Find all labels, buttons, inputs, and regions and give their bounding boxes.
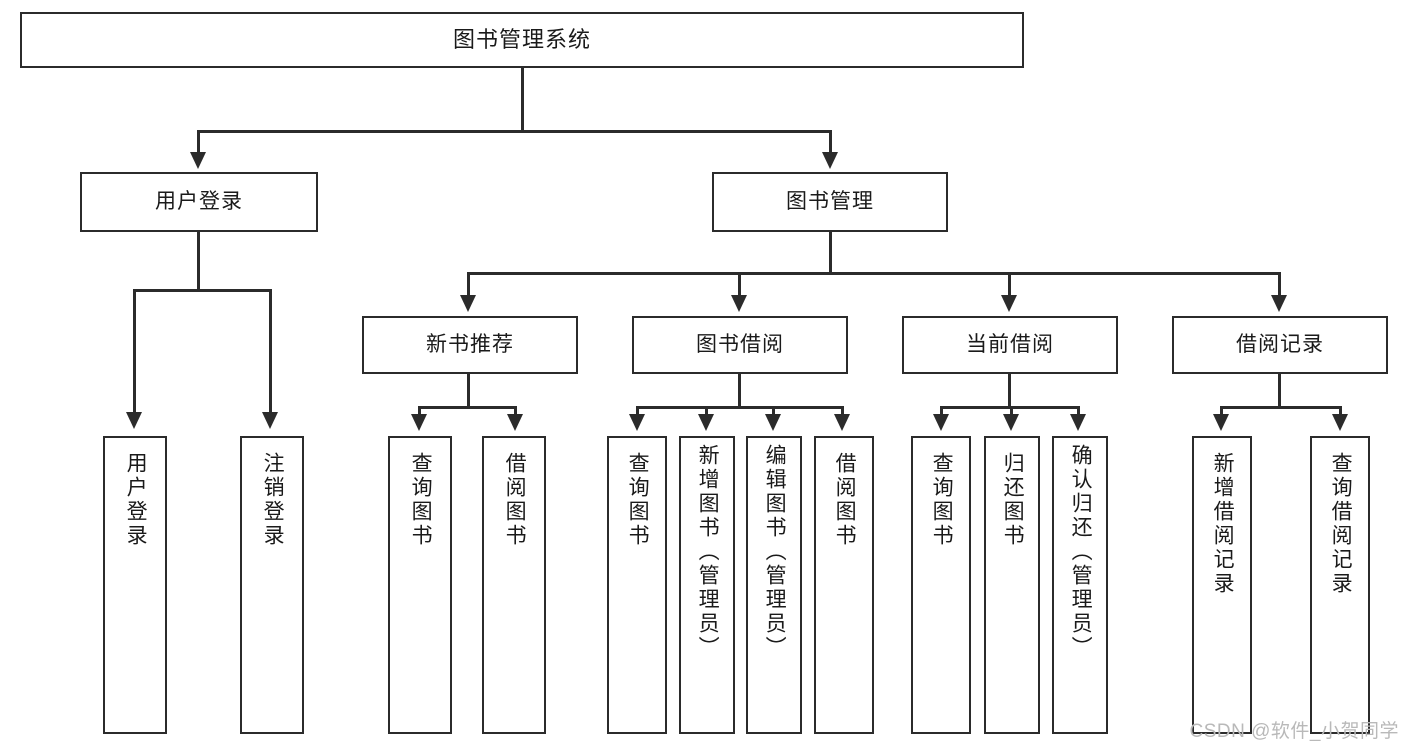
arrowhead-user-login-to-leaf-2 — [262, 412, 278, 429]
arrowhead-book-borrow-to-leaf-2 — [698, 414, 714, 431]
connector-root-stem — [521, 68, 524, 132]
connector-borrow-record-to-leaf-2 — [1339, 406, 1342, 418]
arrowhead-current-borrow-to-leaf-3 — [1070, 414, 1086, 431]
connector-book-borrow-bus — [636, 406, 844, 409]
node-root-label: 图书管理系统 — [452, 27, 591, 53]
connector-book-manage-to-l3-3 — [1008, 272, 1011, 298]
arrowhead-book-borrow-to-leaf-3 — [765, 414, 781, 431]
connector-current-borrow-to-leaf-3 — [1077, 406, 1080, 418]
node-leaf-query-book-1-label: 查询图书 — [409, 452, 433, 548]
connector-book-manage-to-l3-2 — [738, 272, 741, 298]
node-leaf-user-login-label: 用户登录 — [124, 452, 148, 548]
connector-root-to-book-manage — [829, 130, 832, 156]
node-leaf-edit-book[interactable]: 编辑图书（管理员） — [746, 436, 802, 734]
node-leaf-add-book-label: 新增图书（管理员） — [696, 444, 720, 660]
node-leaf-add-record[interactable]: 新增借阅记录 — [1192, 436, 1252, 734]
arrowhead-new-book-to-leaf-1 — [411, 414, 427, 431]
connector-book-borrow-to-leaf-4 — [841, 406, 844, 418]
node-leaf-return-book-label: 归还图书 — [1001, 452, 1025, 548]
node-user-login-label: 用户登录 — [155, 189, 243, 213]
node-leaf-query-record-label: 查询借阅记录 — [1329, 452, 1353, 596]
arrowhead-borrow-record-to-leaf-2 — [1332, 414, 1348, 431]
node-leaf-borrow-book-2[interactable]: 借阅图书 — [814, 436, 874, 734]
arrowhead-book-borrow-to-leaf-4 — [834, 414, 850, 431]
node-borrow-record-label: 借阅记录 — [1236, 332, 1324, 356]
node-book-borrow[interactable]: 图书借阅 — [632, 316, 848, 374]
node-leaf-add-book[interactable]: 新增图书（管理员） — [679, 436, 735, 734]
connector-new-book-stem — [467, 374, 470, 408]
connector-user-login-bus — [133, 289, 271, 292]
connector-new-book-to-leaf-2 — [514, 406, 517, 418]
connector-borrow-record-bus — [1220, 406, 1342, 409]
connector-book-borrow-stem — [738, 374, 741, 408]
arrowhead-root-to-book-manage — [822, 152, 838, 169]
connector-book-manage-to-l3-1 — [467, 272, 470, 298]
node-current-borrow[interactable]: 当前借阅 — [902, 316, 1118, 374]
node-leaf-query-book-3-label: 查询图书 — [930, 452, 954, 548]
arrowhead-book-manage-to-l3-1 — [460, 295, 476, 312]
connector-current-borrow-stem — [1008, 374, 1011, 408]
node-new-book-recommend[interactable]: 新书推荐 — [362, 316, 578, 374]
arrowhead-current-borrow-to-leaf-1 — [933, 414, 949, 431]
connector-borrow-record-to-leaf-1 — [1220, 406, 1223, 418]
connector-book-borrow-to-leaf-2 — [705, 406, 708, 418]
node-new-book-recommend-label: 新书推荐 — [426, 332, 514, 356]
node-leaf-borrow-book-1-label: 借阅图书 — [503, 452, 527, 548]
arrowhead-new-book-to-leaf-2 — [507, 414, 523, 431]
arrowhead-borrow-record-to-leaf-1 — [1213, 414, 1229, 431]
arrowhead-root-to-user-login — [190, 152, 206, 169]
connector-book-borrow-to-leaf-1 — [636, 406, 639, 418]
connector-book-manage-bus — [467, 272, 1281, 275]
arrowhead-book-manage-to-l3-2 — [731, 295, 747, 312]
node-leaf-add-record-label: 新增借阅记录 — [1211, 452, 1235, 596]
connector-user-login-to-leaf-1 — [133, 289, 136, 416]
node-leaf-borrow-book-2-label: 借阅图书 — [833, 452, 857, 548]
connector-book-borrow-to-leaf-3 — [772, 406, 775, 418]
connector-user-login-to-leaf-2 — [269, 289, 272, 416]
node-current-borrow-label: 当前借阅 — [966, 332, 1054, 356]
arrowhead-book-manage-to-l3-4 — [1271, 295, 1287, 312]
node-borrow-record[interactable]: 借阅记录 — [1172, 316, 1388, 374]
node-user-login[interactable]: 用户登录 — [80, 172, 318, 232]
connector-root-bus — [197, 130, 830, 133]
arrowhead-user-login-to-leaf-1 — [126, 412, 142, 429]
node-leaf-return-book[interactable]: 归还图书 — [984, 436, 1040, 734]
node-leaf-query-book-3[interactable]: 查询图书 — [911, 436, 971, 734]
arrowhead-book-manage-to-l3-3 — [1001, 295, 1017, 312]
connector-book-manage-to-l3-4 — [1278, 272, 1281, 298]
connector-new-book-to-leaf-1 — [418, 406, 421, 418]
node-leaf-confirm-return[interactable]: 确认归还（管理员） — [1052, 436, 1108, 734]
node-leaf-confirm-return-label: 确认归还（管理员） — [1069, 444, 1093, 660]
connector-current-borrow-to-leaf-1 — [940, 406, 943, 418]
connector-borrow-record-stem — [1278, 374, 1281, 408]
node-leaf-query-book-1[interactable]: 查询图书 — [388, 436, 452, 734]
connector-book-manage-stem — [829, 232, 832, 274]
connector-user-login-stem — [197, 232, 200, 292]
node-book-borrow-label: 图书借阅 — [696, 332, 784, 356]
node-leaf-user-login[interactable]: 用户登录 — [103, 436, 167, 734]
connector-current-borrow-to-leaf-2 — [1010, 406, 1013, 418]
node-book-manage[interactable]: 图书管理 — [712, 172, 948, 232]
arrowhead-book-borrow-to-leaf-1 — [629, 414, 645, 431]
connector-new-book-bus — [418, 406, 517, 409]
node-leaf-logout-label: 注销登录 — [261, 452, 285, 548]
node-leaf-borrow-book-1[interactable]: 借阅图书 — [482, 436, 546, 734]
node-leaf-logout[interactable]: 注销登录 — [240, 436, 304, 734]
node-leaf-edit-book-label: 编辑图书（管理员） — [763, 444, 787, 660]
arrowhead-current-borrow-to-leaf-2 — [1003, 414, 1019, 431]
node-leaf-query-book-2[interactable]: 查询图书 — [607, 436, 667, 734]
node-book-manage-label: 图书管理 — [786, 189, 874, 213]
connector-root-to-user-login — [197, 130, 200, 156]
node-leaf-query-record[interactable]: 查询借阅记录 — [1310, 436, 1370, 734]
node-leaf-query-book-2-label: 查询图书 — [626, 452, 650, 548]
node-root[interactable]: 图书管理系统 — [20, 12, 1024, 68]
